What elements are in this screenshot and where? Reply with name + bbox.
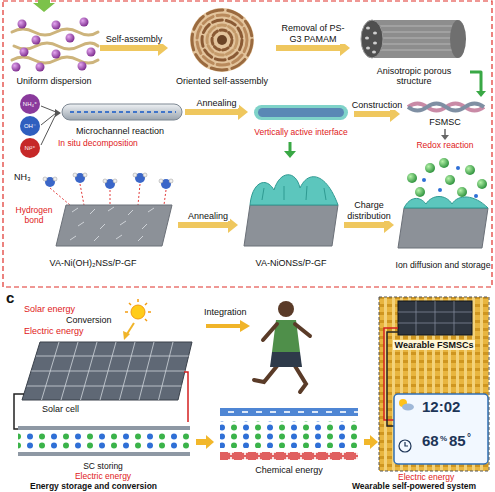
nest-assembly [190, 8, 254, 72]
edge-label: Annealing [194, 98, 238, 108]
illustration-panel: Anisotropic porous structure [350, 4, 470, 90]
wearable-panel: Wearable FSMSCs 12:02 68%85° [378, 296, 490, 472]
porous-cylinder [361, 20, 466, 58]
caption-text: Microchannel reaction [76, 126, 164, 136]
ion-storage-electrode [398, 158, 488, 248]
flow-arrow [188, 416, 189, 422]
illustration-panel: VA-NiONSs/P-GF [238, 158, 344, 274]
edge-label: Charge distribution [340, 200, 398, 221]
panel-frame [3, 0, 492, 287]
section-title: Wearable self-powered system [352, 482, 476, 491]
twisted-fibers [408, 104, 484, 141]
caption-text: Chemical energy [255, 465, 323, 475]
integration-arrow [206, 320, 250, 332]
display-text: 85 [449, 432, 466, 449]
ion-symbol: OH⁻ [24, 123, 36, 130]
coated-fiber [254, 105, 348, 120]
display-text: 68 [422, 432, 439, 449]
fiber-dispersion [12, 18, 99, 72]
arrow-shaft [364, 439, 371, 445]
edge-label: Construction [350, 100, 405, 110]
annotation-text: Conversion [66, 315, 112, 325]
annotation-text: VA-Ni(OH)₂NSs/P-GF [50, 258, 137, 268]
caption-text: VA-NiONSs/P-GF [256, 258, 327, 268]
annotation-text: Electric energy [75, 472, 131, 481]
caption-text: Ion diffusion and storage [396, 260, 491, 270]
charged-electrodes [220, 408, 358, 460]
arrow-shaft [187, 416, 189, 422]
annotation-text: Redox reaction [416, 141, 473, 151]
caption-text: Wearable FSMSCs [393, 340, 476, 350]
solar-cell [14, 299, 192, 429]
edge-label: Self-assembly [104, 34, 165, 44]
arrow-head [206, 435, 214, 449]
arrow-shaft [289, 142, 292, 152]
annotation-text: Solar cell [42, 404, 79, 414]
illustration-panel: Uniform dispersion [8, 14, 100, 90]
caption-text: Solar energy [24, 304, 75, 314]
flow-arrow [284, 142, 296, 158]
running-child [254, 301, 310, 392]
panel-letter: c [6, 289, 14, 306]
illustration-panel: Chemical energy [214, 402, 364, 480]
wearable-textile [379, 297, 489, 471]
arrow-shaft [276, 45, 341, 51]
illustration-panel: Microchannel reaction In situ decompositi… [55, 96, 185, 154]
display-text: 12:02 [422, 398, 460, 415]
ion-symbol: NH₄⁺ [23, 101, 37, 108]
section-title: Energy storage and conversion [30, 482, 157, 491]
flow-arrow [364, 435, 378, 449]
caption-text: Uniform dispersion [16, 76, 91, 86]
caption-text: NH₃ [14, 172, 31, 182]
illustration-panel: FSMSC Redox reaction [400, 97, 490, 155]
illustration-panel: Ion diffusion and storage [394, 158, 492, 282]
energy-label: Electric energy [398, 473, 454, 482]
caption-text: Anisotropic porous structure [368, 66, 460, 87]
supercapacitor [18, 426, 190, 456]
display-text: % [440, 434, 447, 443]
edge-label: Annealing [186, 211, 230, 221]
illustration-panel: SC storingElectric energy [10, 422, 196, 480]
arrow-shaft [185, 109, 239, 115]
annotation-text: In situ decomposition [58, 139, 138, 149]
display-text: ° [467, 432, 471, 444]
caption-text: Oriented self-assembly [176, 76, 268, 86]
flow-arrow [470, 72, 486, 97]
display-screen: 12:02 68%85° [394, 394, 488, 464]
hydroxide-electrode [43, 173, 173, 246]
arrow-shaft [470, 72, 481, 92]
illustration-panel: NH₃ Hydrogen bondVA-Ni(OH)₂NSs/P-GF [8, 162, 178, 274]
illustration-panel: Oriented self-assembly [168, 4, 276, 90]
oxide-electrode [244, 175, 338, 246]
step-label: Integration [204, 307, 247, 317]
edge-label: Removal of PS-G3 PAMAM [276, 23, 350, 44]
ion-symbol: Ni²⁺ [25, 145, 36, 152]
arrow-head [370, 435, 378, 449]
arrow-head [238, 104, 248, 120]
arrow-shaft [100, 45, 159, 51]
annotation-text: Hydrogen bond [12, 206, 56, 226]
caption-text: Vertically active interface [254, 128, 348, 138]
precursor-ions [20, 94, 61, 158]
arrow-shaft [178, 222, 229, 228]
arrow-shaft [196, 439, 207, 445]
flow-arrow [196, 435, 214, 449]
arrow-head [476, 91, 486, 97]
arrow-shaft [344, 222, 385, 228]
illustration-panel: Vertically active interface [248, 104, 354, 142]
microchannel-tube [62, 104, 182, 120]
annotation-text: Electric energy [24, 326, 84, 336]
caption-text: SC storing [83, 462, 123, 471]
caption-text: FSMSC [429, 117, 461, 127]
arrow-shaft [354, 111, 391, 117]
arrow-head [284, 151, 296, 158]
illustration-panel: Solar energyConversionElectric energySol… [14, 300, 194, 416]
